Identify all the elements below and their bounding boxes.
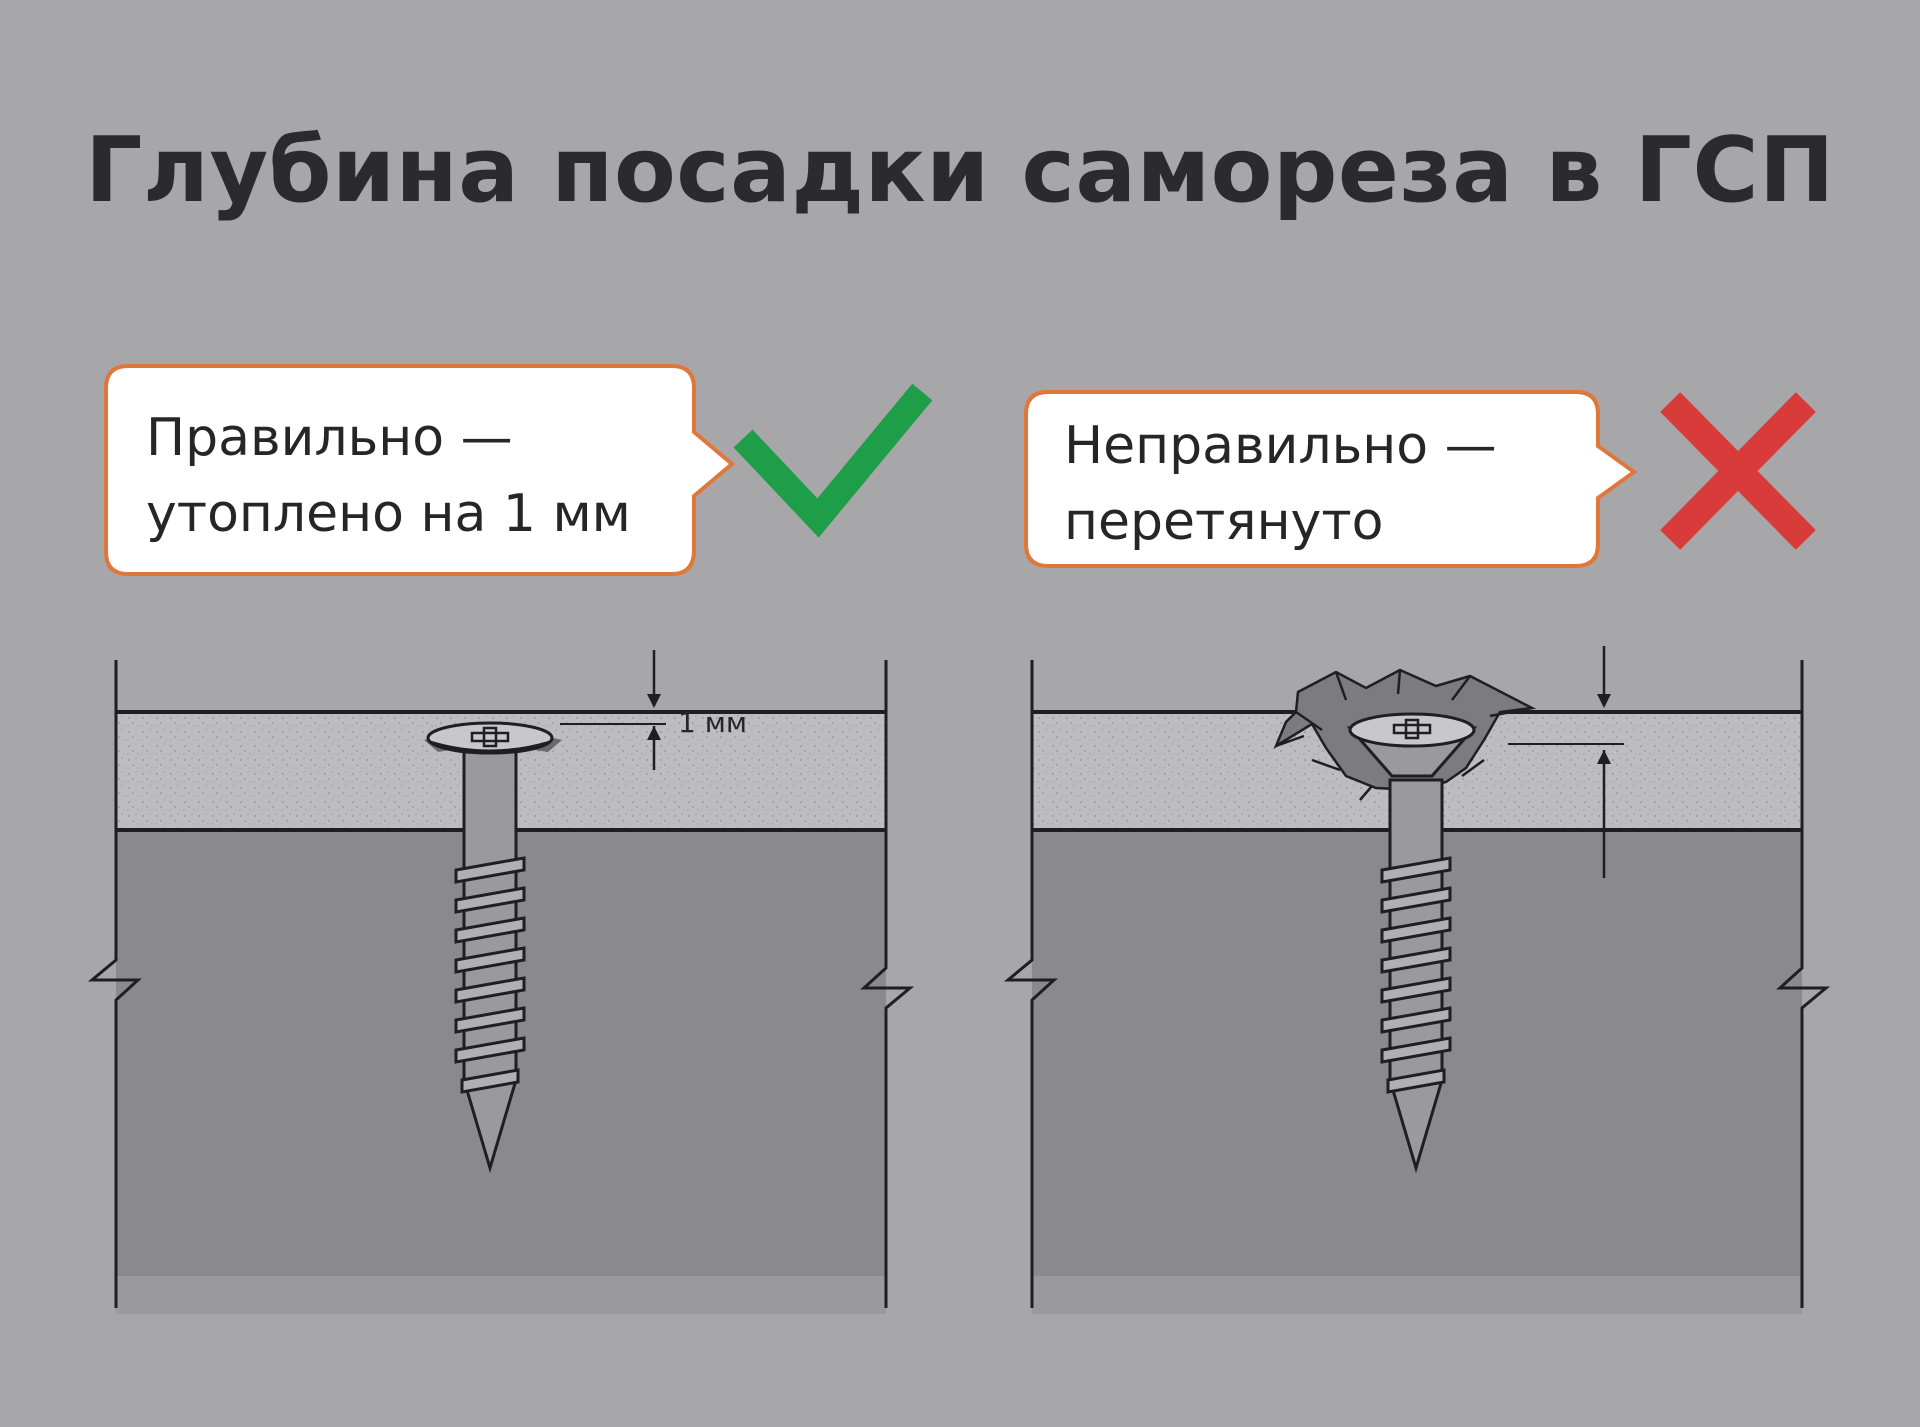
dimension-overdriven — [1508, 646, 1624, 878]
callout-correct-line1: Правильно — — [146, 408, 513, 468]
page-title: Глубина посадки самореза в ГСП — [85, 118, 1835, 223]
check-icon — [733, 383, 933, 538]
callout-correct-text: Правильно — утоплено на 1 мм — [146, 400, 631, 552]
callout-incorrect-line1: Неправильно — — [1064, 416, 1497, 476]
callout-correct-line2: утоплено на 1 мм — [146, 484, 631, 544]
screw-correct — [424, 721, 562, 1174]
callout-incorrect-text: Неправильно — перетянуто — [1064, 408, 1497, 560]
callout-correct — [104, 364, 736, 576]
dimension-label: 1 мм — [678, 706, 747, 739]
callout-incorrect-line2: перетянуто — [1064, 492, 1384, 552]
cross-icon — [1660, 392, 1816, 550]
callout-incorrect — [1024, 390, 1638, 568]
dimension-1mm: 1 мм — [560, 650, 747, 770]
screw-incorrect — [1346, 712, 1478, 1174]
